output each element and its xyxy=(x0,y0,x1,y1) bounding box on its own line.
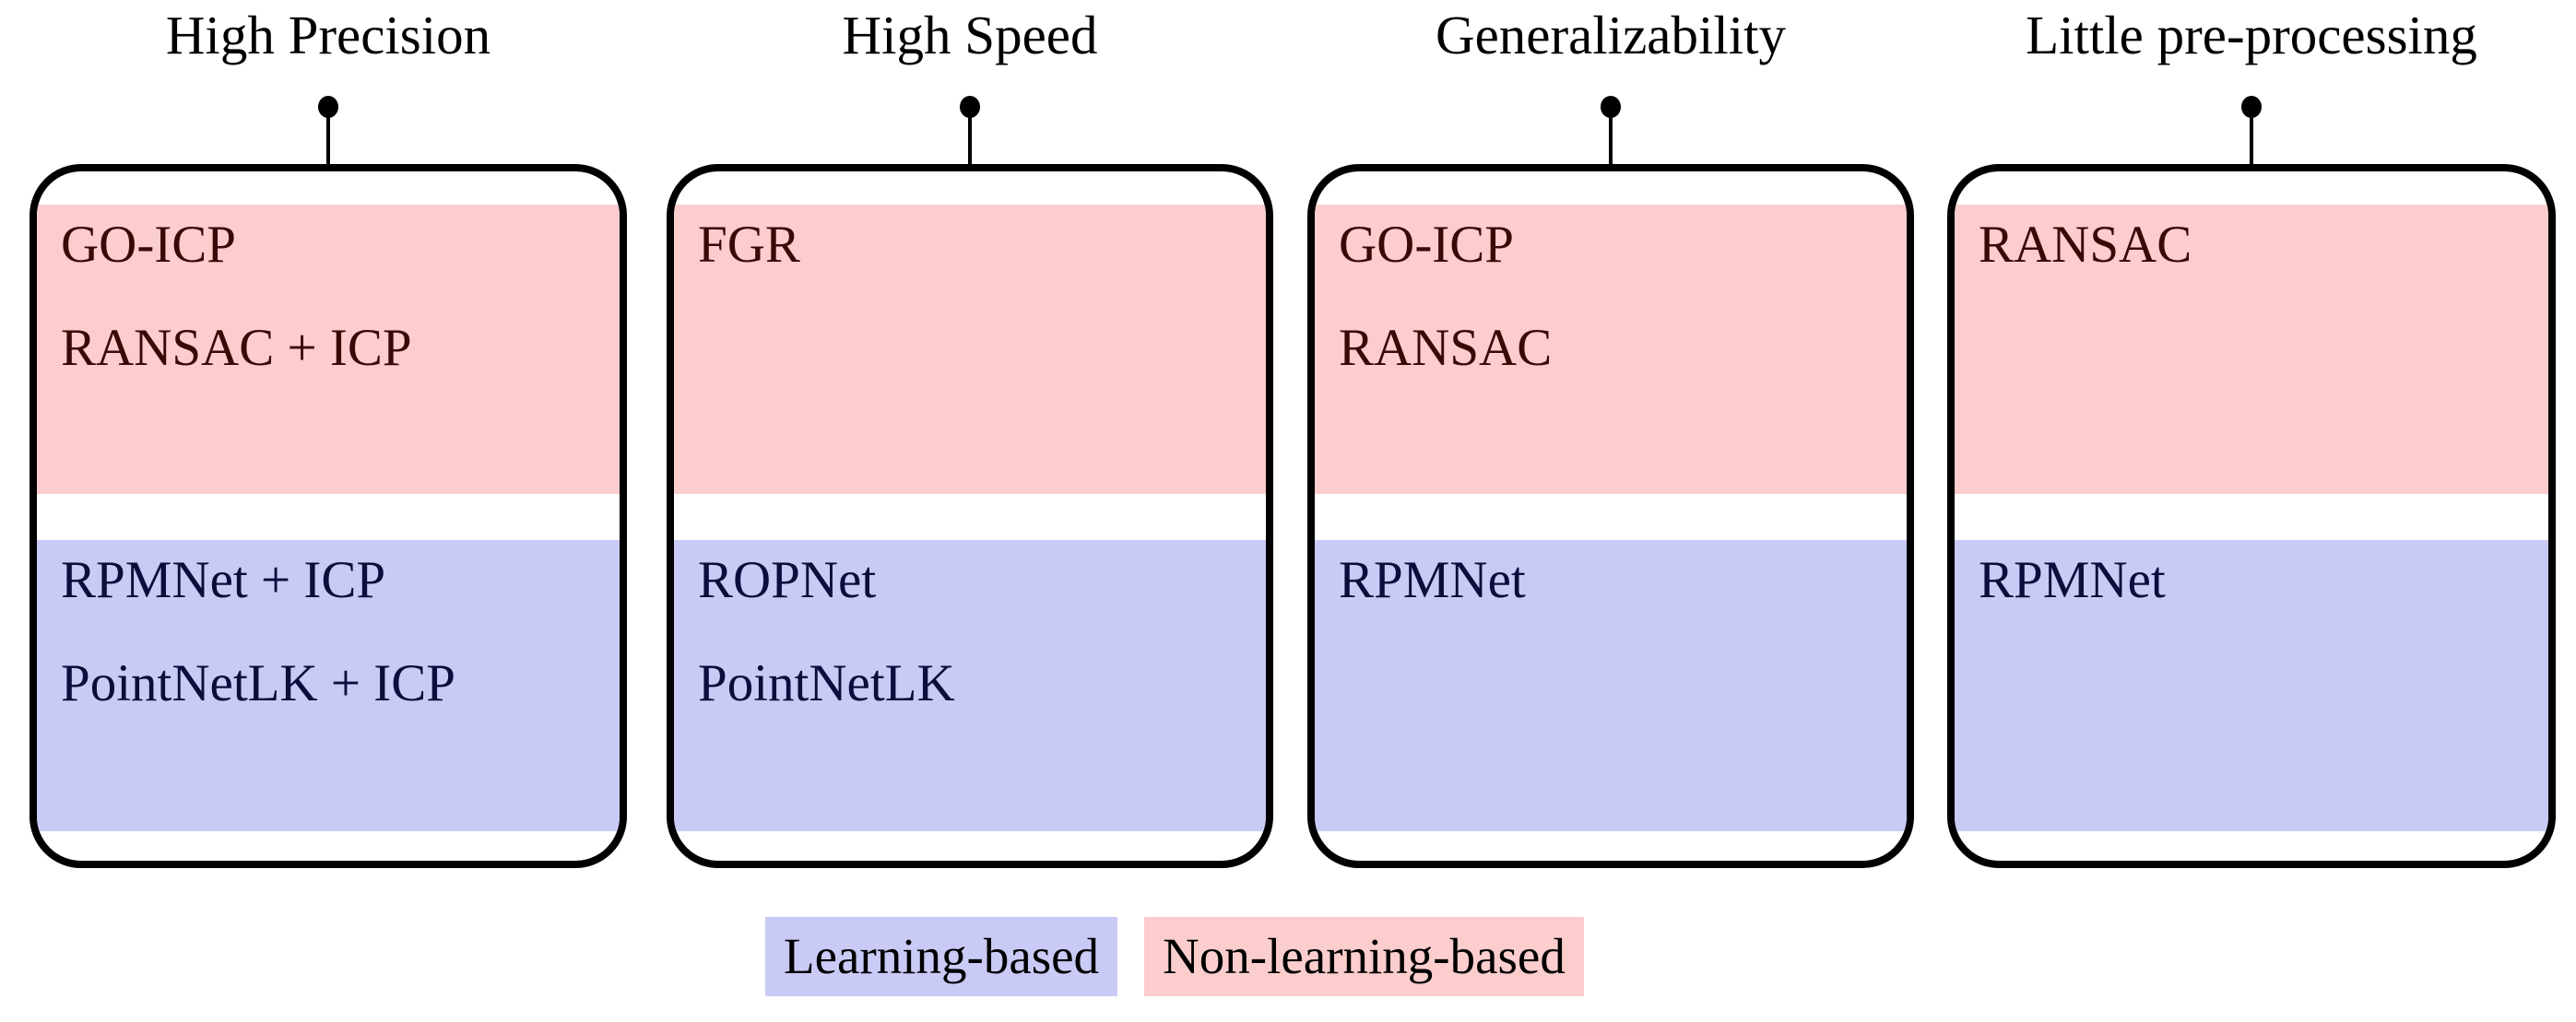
column-title: Little pre-processing xyxy=(2026,5,2477,65)
method-item: ROPNet xyxy=(698,551,877,609)
method-item: PointNetLK xyxy=(698,654,955,712)
learning-band: RPMNet xyxy=(1315,540,1907,831)
non-learning-band: GO-ICP RANSAC xyxy=(1315,205,1907,494)
method-item: RANSAC xyxy=(1979,216,2192,274)
legend-item-learning-based: Learning-based xyxy=(765,917,1118,996)
column-title: High Precision xyxy=(165,5,491,65)
method-item: RANSAC xyxy=(1339,319,1553,377)
learning-band: RPMNet + ICP PointNetLK + ICP xyxy=(37,540,620,831)
non-learning-band: RANSAC xyxy=(1955,205,2548,494)
connector-stem xyxy=(1609,113,1613,169)
legend-label: Non-learning-based xyxy=(1163,928,1566,984)
method-item: RPMNet xyxy=(1339,551,1526,609)
learning-band: RPMNet xyxy=(1955,540,2548,831)
category-card: FGR ROPNet PointNetLK xyxy=(667,164,1273,868)
connector-stem xyxy=(326,113,330,169)
connector-stem xyxy=(968,113,972,169)
connector-dot-icon xyxy=(318,96,338,118)
category-card: GO-ICP RANSAC RPMNet xyxy=(1307,164,1914,868)
legend-label: Learning-based xyxy=(784,928,1100,984)
method-item: PointNetLK + ICP xyxy=(61,654,456,712)
method-item: RPMNet + ICP xyxy=(61,551,386,609)
method-item: FGR xyxy=(698,216,800,274)
method-item: RPMNet xyxy=(1979,551,2166,609)
connector-line xyxy=(1600,96,1622,169)
connector-dot-icon xyxy=(2241,96,2262,118)
non-learning-band: FGR xyxy=(674,205,1266,494)
connector-line xyxy=(2240,96,2263,169)
column-title: High Speed xyxy=(842,5,1098,65)
connector-line xyxy=(317,96,339,169)
connector-dot-icon xyxy=(1601,96,1621,118)
method-item: RANSAC + ICP xyxy=(61,319,412,377)
learning-band: ROPNet PointNetLK xyxy=(674,540,1266,831)
non-learning-band: GO-ICP RANSAC + ICP xyxy=(37,205,620,494)
legend-item-non-learning-based: Non-learning-based xyxy=(1144,917,1584,996)
legend: Learning-based Non-learning-based xyxy=(765,917,1584,996)
connector-stem xyxy=(2250,113,2253,169)
connector-line xyxy=(959,96,981,169)
category-card: GO-ICP RANSAC + ICP RPMNet + ICP PointNe… xyxy=(30,164,627,868)
connector-dot-icon xyxy=(960,96,980,118)
method-item: GO-ICP xyxy=(61,216,237,274)
category-card: RANSAC RPMNet xyxy=(1947,164,2556,868)
column-title: Generalizability xyxy=(1435,5,1787,65)
method-item: GO-ICP xyxy=(1339,216,1515,274)
